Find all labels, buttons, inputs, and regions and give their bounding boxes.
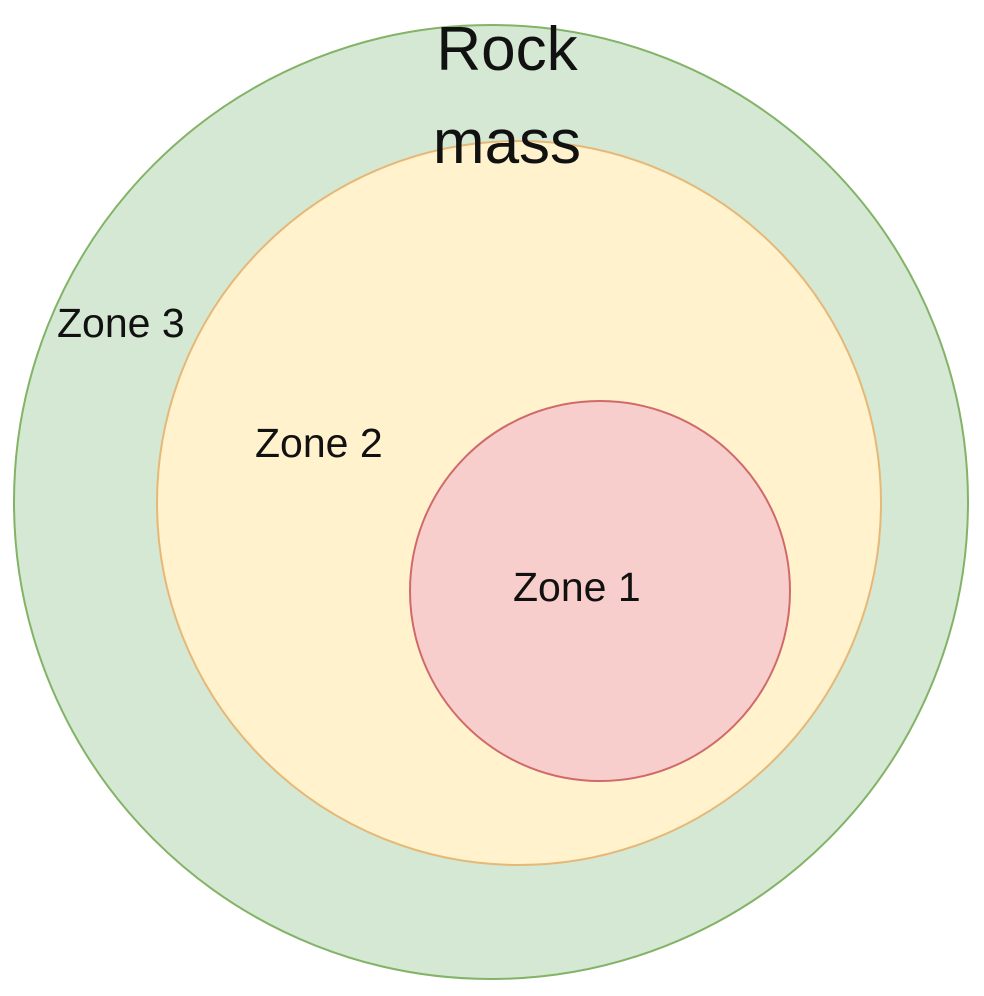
zone-3-label: Zone 3 [57, 300, 185, 346]
title-line-2: mass [433, 108, 581, 177]
zone-2-label: Zone 2 [255, 420, 383, 466]
zone-1-circle [409, 400, 791, 782]
zone-1-label: Zone 1 [513, 564, 641, 610]
title-line-1: Rock [436, 15, 578, 84]
